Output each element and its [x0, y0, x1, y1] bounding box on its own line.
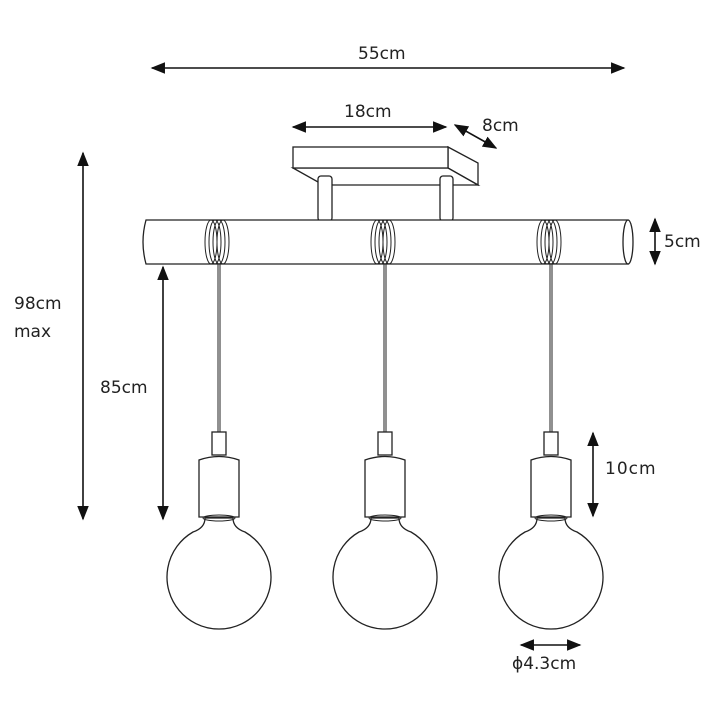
canopy-length-label: 18cm — [344, 102, 392, 122]
socket-neck — [543, 431, 559, 456]
bar-ring — [536, 219, 562, 265]
bar-diameter-label: 5cm — [664, 232, 701, 252]
bar-ring — [204, 219, 230, 265]
socket — [364, 455, 406, 518]
pendant-3 — [498, 219, 604, 630]
width-label: 55cm — [358, 44, 406, 64]
bulb-diameter-label: ϕ4.3cm — [512, 654, 577, 674]
canopy-depth-arrow — [453, 124, 498, 149]
bar-ring — [370, 219, 396, 265]
globe-bulb — [498, 517, 604, 630]
canopy-depth-label: 8cm — [482, 116, 519, 136]
socket-neck — [211, 431, 227, 456]
ceiling-canopy — [290, 145, 481, 187]
total-height-label: 98cm — [14, 294, 62, 314]
canopy-stem-left — [317, 175, 333, 222]
cord-length-label: 85cm — [100, 378, 148, 398]
canopy-stem-right — [439, 175, 454, 222]
socket — [198, 455, 240, 518]
globe-bulb — [332, 517, 438, 630]
globe-bulb — [166, 517, 272, 630]
socket-height-label: 10cm — [605, 459, 657, 479]
socket — [530, 455, 572, 518]
total-height-note: max — [14, 322, 52, 342]
pendant-2 — [332, 219, 438, 630]
socket-neck — [377, 431, 393, 456]
pendant-1 — [166, 219, 272, 630]
